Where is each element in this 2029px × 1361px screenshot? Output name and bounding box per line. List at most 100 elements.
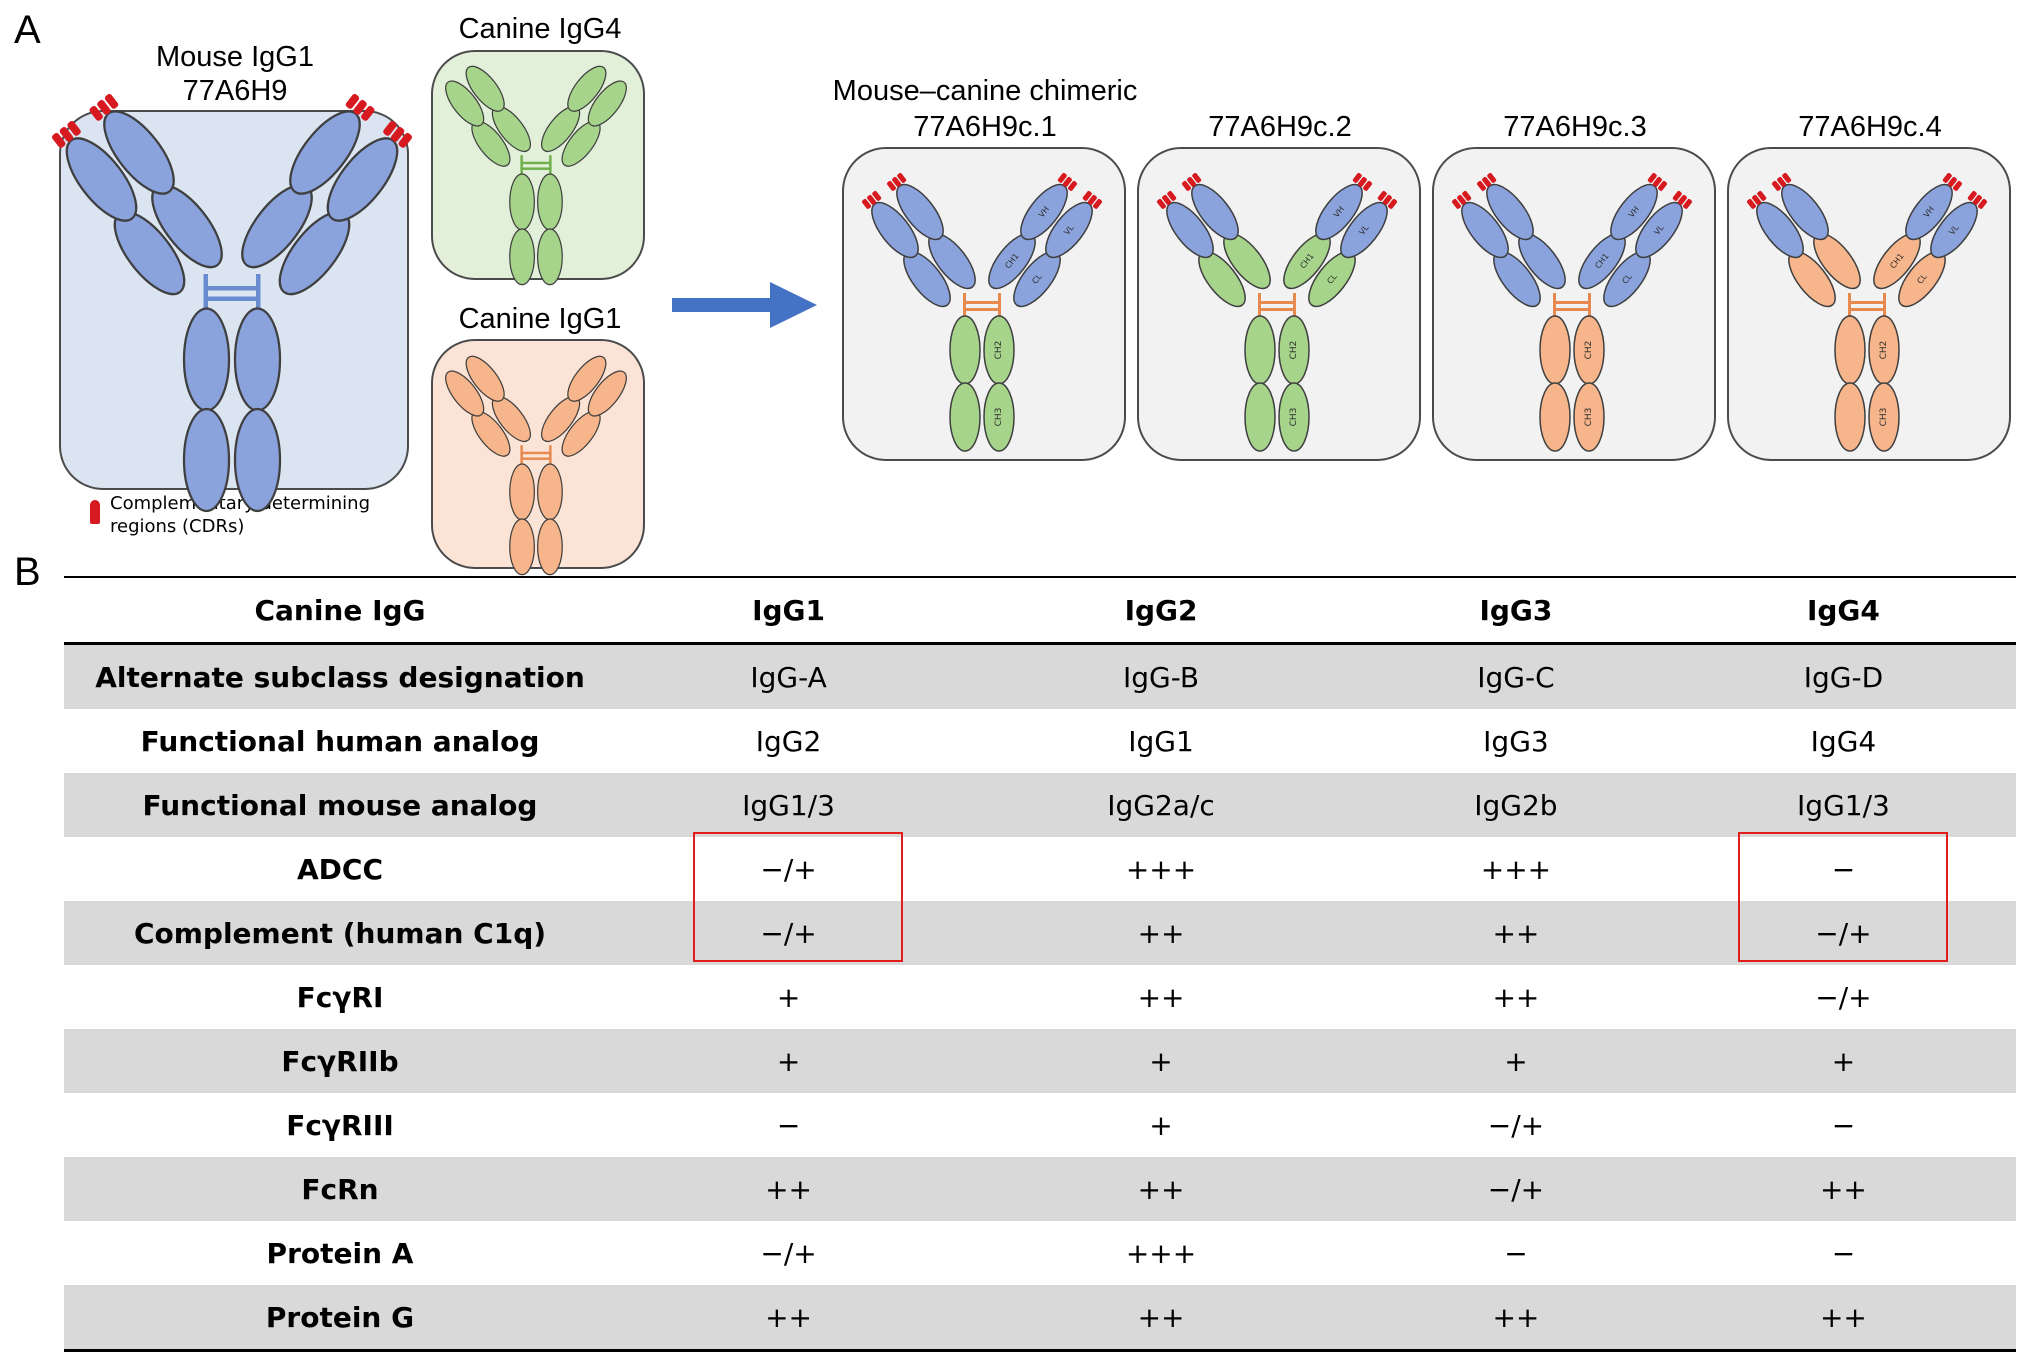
light-vl-domain: VL [1340,201,1388,259]
table-cell: IgG2b [1360,773,1671,837]
cdr-legend-swatch [90,500,100,524]
heavy-vh-domain [465,355,505,402]
table-cell: + [961,1029,1361,1093]
table-cell: + [616,1029,962,1093]
table-cell: IgG3 [1483,724,1549,758]
table-cell: −/+ [1670,901,2016,965]
table-cell: ++ [616,1285,962,1352]
cdr-mark [1477,173,1497,191]
table-cell: −/+ [1487,1108,1545,1142]
table-cell: ++ [1360,1285,1671,1352]
table-cell: IgG1 [1128,724,1194,758]
cdr-mark [1967,191,1987,209]
ch3-domain [509,518,535,576]
row-label: ADCC [296,852,383,886]
cdr-mark [1377,191,1397,209]
hinge-bond [520,161,552,165]
table-cell: − [1831,1236,1856,1270]
row-label: Functional mouse analog [64,773,616,837]
table-cell: ++ [1670,1157,2016,1221]
canine-igg1-antibody [445,355,627,576]
panel-b-letter: B [14,550,41,594]
ch2-domain [1834,315,1866,385]
mouse-igg1-antibody [52,94,412,513]
canine-igg4-antibody [445,65,627,286]
cdr-legend-line1: Complementary determining [110,493,370,514]
ch2-domain [537,173,563,231]
chimera-3-label: 77A6H9c.3 [1503,111,1647,143]
ch3-domain: CH3 [983,382,1015,452]
ch3-domain [233,407,282,513]
table-cell: IgG-D [1670,643,2016,709]
hinge-bond [1848,301,1886,304]
ch3-domain: CH3 [1278,382,1310,452]
column-header: IgG2 [961,576,1361,645]
row-label: Protein A [266,1236,414,1270]
row-label: Functional human analog [140,724,540,758]
ch2-domain: CH2 [1278,315,1310,385]
table-cell: IgG-C [1360,643,1671,709]
table-cell: ++ [961,1285,1361,1352]
cdr-legend-line2: regions (CDRs) [110,516,245,538]
domain-label: CH2 [994,341,1004,360]
mouse-igg1-title: Mouse IgG1 77A6H9 [135,40,335,108]
ch2-domain [509,463,535,521]
ch2-domain [1244,315,1276,385]
highlight-box-igg1 [693,832,903,962]
table-cell: − [1831,852,1856,886]
domain-label: CH2 [1879,341,1889,360]
mouse-igg1-title-line2: 77A6H9 [182,75,288,108]
table-row: Functional human analog IgG2 IgG1 IgG3 I… [64,709,2016,773]
domain-label: CH2 [1289,341,1299,360]
table-cell: −/+ [760,852,817,886]
table-row: ADCC −/+ +++ +++ − [64,837,2016,901]
hinge-bond [520,451,552,455]
canine-igg1-title: Canine IgG1 [458,303,622,335]
table-row: FcγRIIb + + + + [64,1029,2016,1093]
row-label: FcγRIIb [64,1029,616,1093]
ch3-domain [1539,382,1571,452]
ch2-domain [509,173,535,231]
ch3-domain [1834,382,1866,452]
row-label: FcγRI [296,980,384,1014]
heavy-vh-domain: VH [1020,183,1068,241]
hinge-bond [1553,308,1591,311]
cdr-mark [1452,191,1472,209]
canine-igg-properties-table: Canine IgG IgG1 IgG2 IgG3 IgG4 Alternate… [64,576,2016,1352]
hinge-bond [1258,308,1296,311]
column-header: IgG1 [616,576,962,645]
hinge-bond [203,296,261,301]
table-cell: −/+ [616,901,962,965]
table-row: FcRn ++ ++ −/+ ++ [64,1157,2016,1221]
table-cell: IgG-B [961,643,1361,709]
light-cl-domain: CL [1898,250,1946,308]
ch3-domain [949,382,981,452]
table-cell: − [1504,1236,1528,1270]
hinge-bond [520,167,552,170]
light-vl-domain [445,370,485,417]
ch3-domain: CH3 [1868,382,1900,452]
ch2-domain [1539,315,1571,385]
cdr-mark [1772,173,1792,191]
domain-label: CH3 [1879,408,1889,427]
table-row: FcγRI + ++ ++ −/+ [64,965,2016,1029]
table-cell: ++ [1360,901,1671,965]
row-label: Complement (human C1q) [64,901,616,965]
mouse-igg1-title-line1: Mouse IgG1 [156,41,314,73]
table-cell: +++ [1125,852,1197,886]
right-arrow-icon [672,282,817,328]
column-header: IgG3 [1360,576,1671,645]
cdr-mark [862,191,882,209]
hinge-bond [963,301,1001,304]
ch3-domain [182,407,231,513]
table-cell: IgG4 [1810,724,1877,758]
cdr-mark [383,121,412,148]
domain-label: CH3 [1584,408,1594,427]
row-label: FcRn [64,1157,616,1221]
light-vl-domain [587,370,627,417]
table-cell: −/+ [760,1236,817,1270]
ch3-domain [537,228,563,286]
